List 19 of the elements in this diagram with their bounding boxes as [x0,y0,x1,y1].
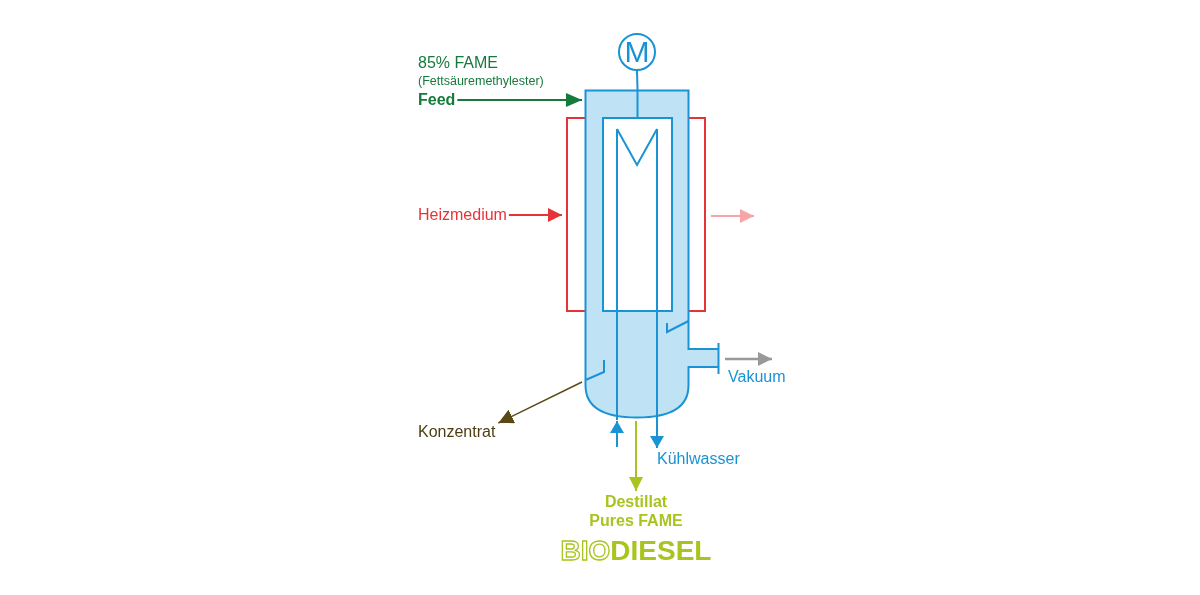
stream-label: Konzentrat [418,423,496,441]
flow-arrow [710,209,755,223]
flow-arrow [456,93,583,107]
stream-label: Kühlwasser [657,450,740,468]
flow-arrow [629,420,643,492]
product-label: Pures FAME [589,511,683,530]
flow-arrow [650,419,664,449]
flow-arrow [507,208,563,222]
stream-label: Heizmedium [418,206,507,224]
flow-arrow [725,352,772,366]
product-label: Destillat [604,492,668,511]
shaft-line [636,70,639,90]
product-label: BIODIESEL [560,535,712,567]
stream-caption: (Fettsäuremethylester) [418,74,544,89]
stream-caption: 85% FAME [418,54,499,72]
flow-arrow [497,381,583,424]
flow-arrow [610,420,624,448]
stream-label: Feed [418,91,456,109]
motor-symbol: M [618,33,656,71]
